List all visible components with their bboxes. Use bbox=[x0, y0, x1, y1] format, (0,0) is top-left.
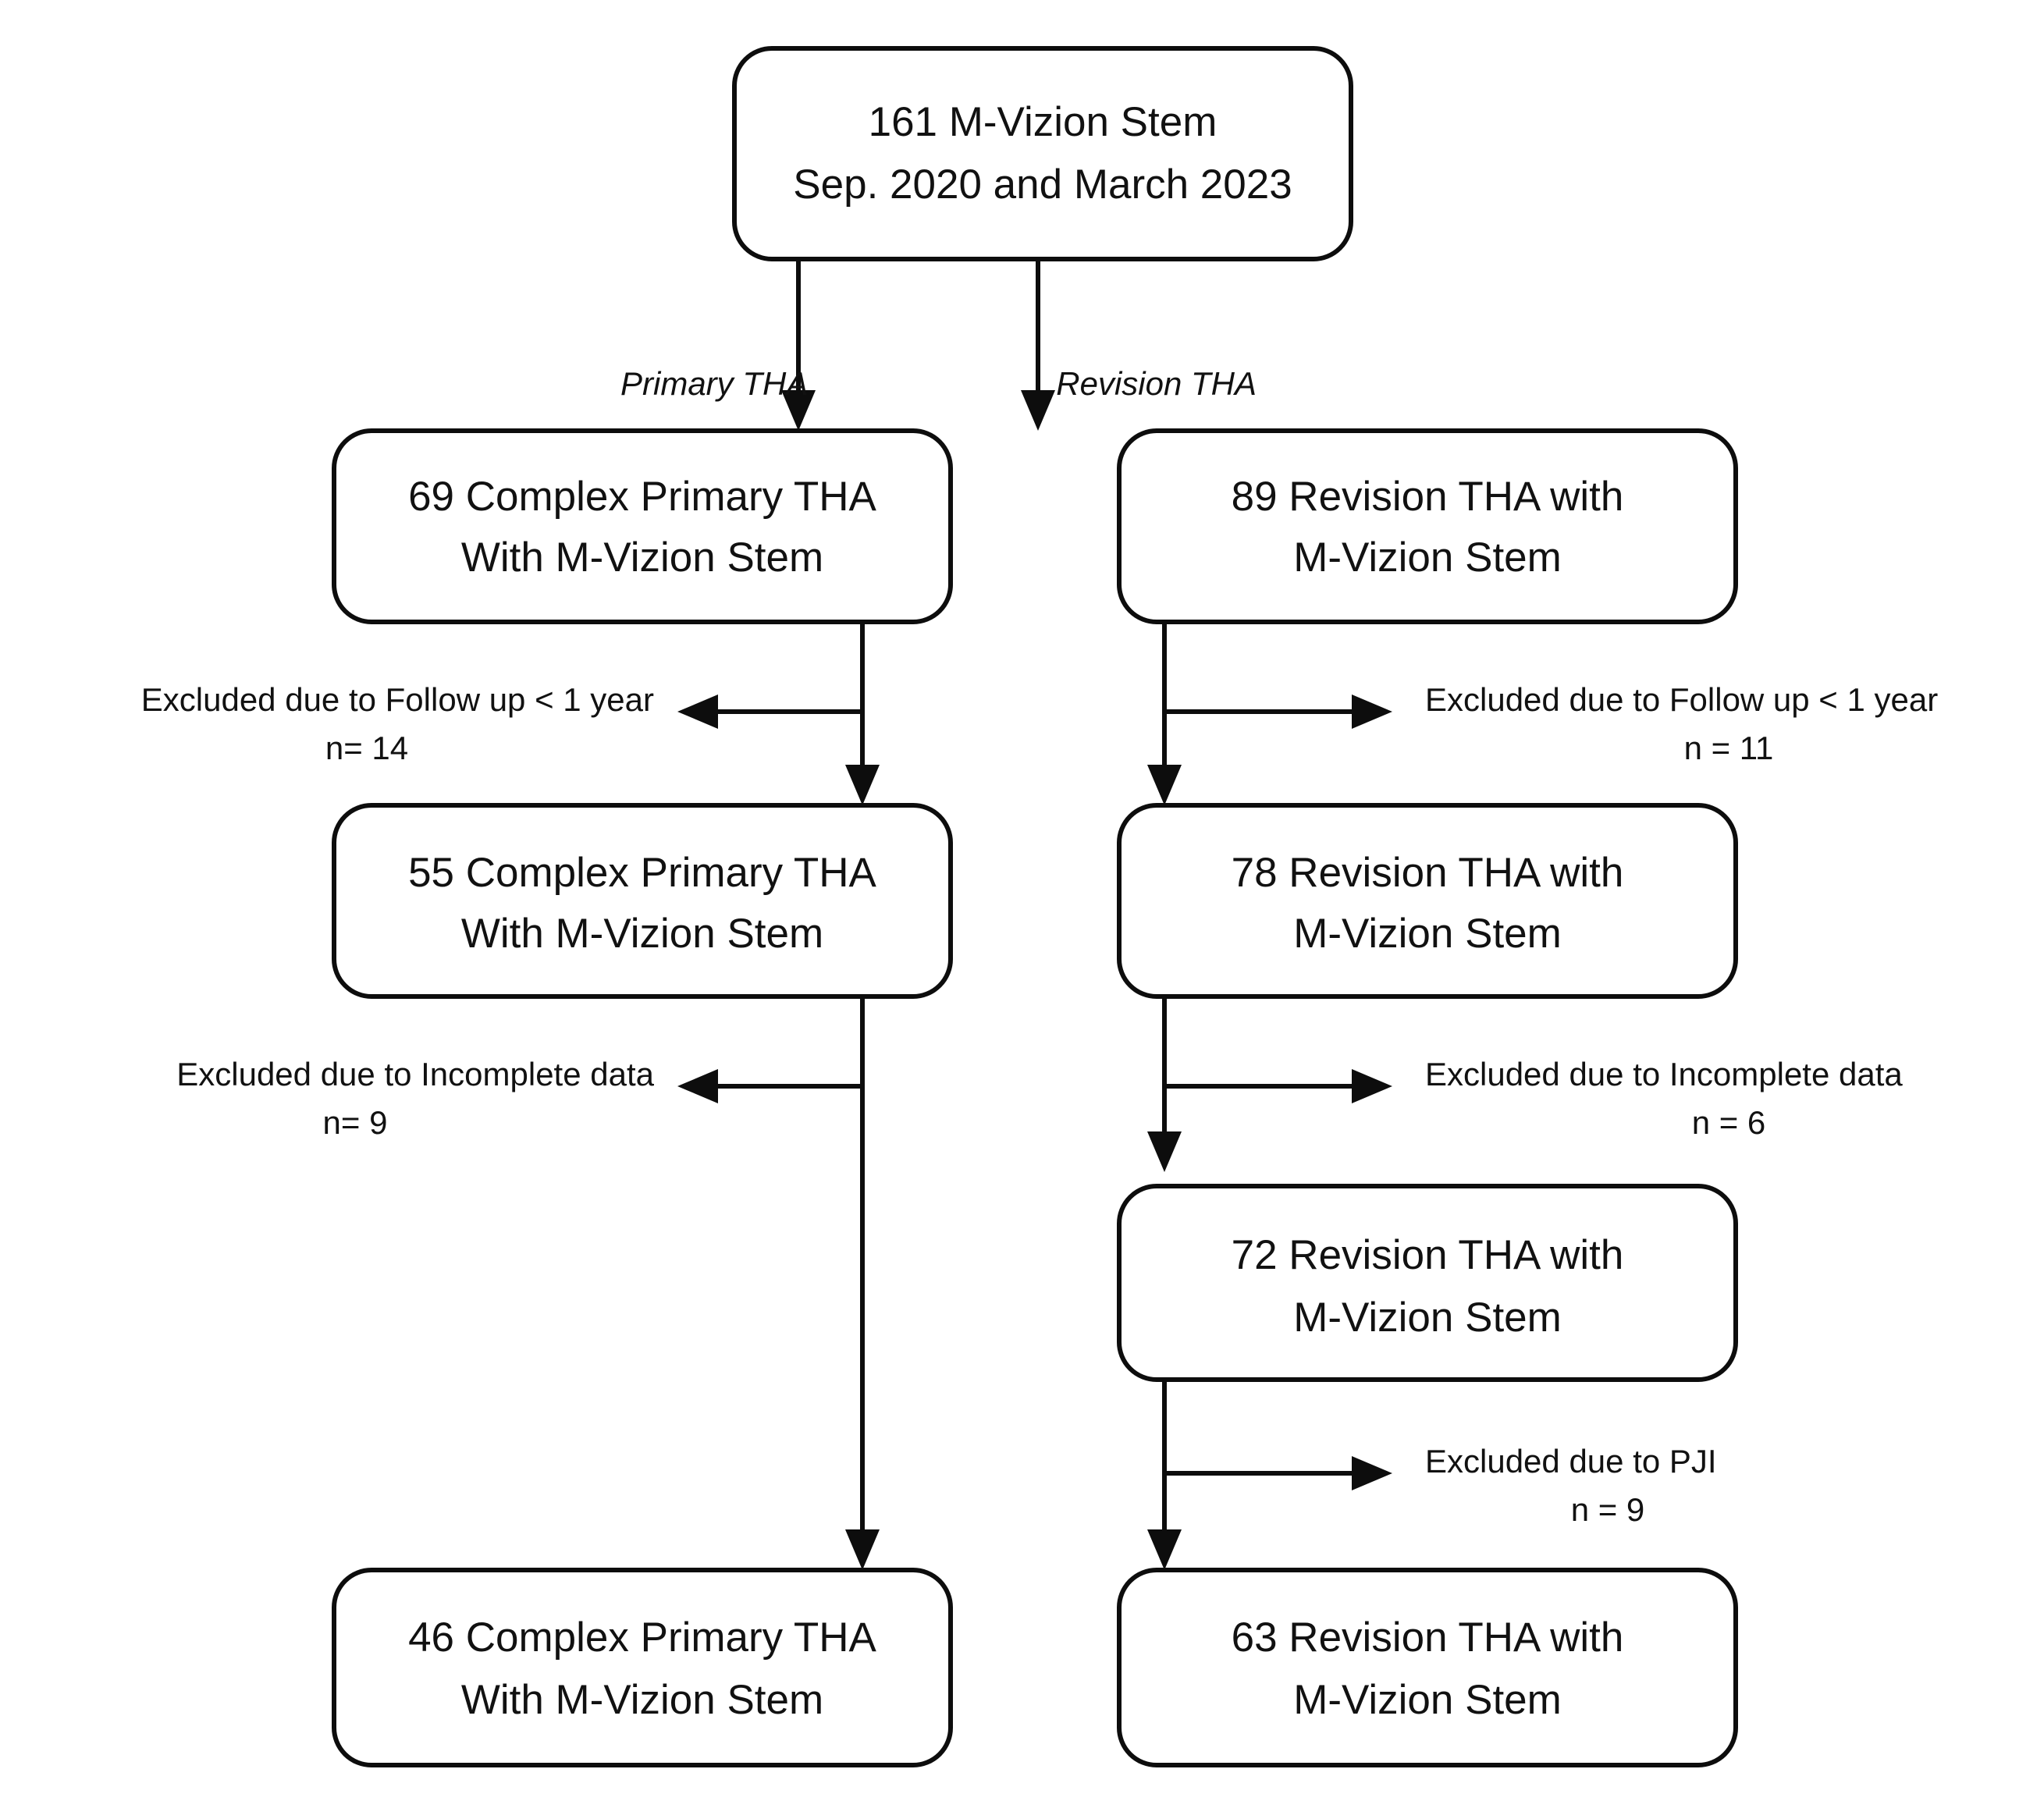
connector-primary-initial-to-55 bbox=[845, 622, 880, 805]
exclusion-revision-pji-reason: Excluded due to PJI bbox=[1425, 1443, 1717, 1480]
exclusion-revision-pji-count: n = 9 bbox=[1571, 1491, 1645, 1528]
node-revision-after-followup-shape[interactable] bbox=[1117, 803, 1738, 999]
exclusion-primary-incomplete: Excluded due to Incomplete data n= 9 bbox=[176, 1056, 654, 1141]
exclusion-primary-followup-count: n= 14 bbox=[325, 730, 408, 766]
node-primary-after-followup[interactable]: 55 Complex Primary THA With M-Vizion Ste… bbox=[332, 803, 953, 999]
node-revision-final[interactable]: 63 Revision THA with M-Vizion Stem bbox=[1117, 1568, 1738, 1767]
node-revision-initial-line1: 89 Revision THA with bbox=[1232, 474, 1624, 520]
node-revision-after-followup-line1: 78 Revision THA with bbox=[1232, 850, 1624, 896]
node-primary-after-followup-line2: With M-Vizion Stem bbox=[461, 911, 823, 957]
node-root[interactable]: 161 M-Vizion Stem Sep. 2020 and March 20… bbox=[732, 46, 1353, 261]
exclusion-revision-pji: Excluded due to PJI n = 9 bbox=[1425, 1443, 1717, 1528]
exclusion-primary-followup-reason: Excluded due to Follow up < 1 year bbox=[141, 681, 654, 718]
node-revision-initial[interactable]: 89 Revision THA with M-Vizion Stem bbox=[1117, 428, 1738, 624]
connector-55-to-46 bbox=[845, 997, 880, 1570]
exclusion-primary-followup: Excluded due to Follow up < 1 year n= 14 bbox=[141, 681, 654, 766]
node-primary-initial-line1: 69 Complex Primary THA bbox=[408, 474, 876, 520]
exclusion-revision-followup: Excluded due to Follow up < 1 year n = 1… bbox=[1425, 681, 1938, 766]
exclusion-revision-followup-reason: Excluded due to Follow up < 1 year bbox=[1425, 681, 1938, 718]
node-primary-initial[interactable]: 69 Complex Primary THA With M-Vizion Ste… bbox=[332, 428, 953, 624]
exclusion-revision-incomplete-count: n = 6 bbox=[1692, 1104, 1766, 1141]
node-primary-final-line1: 46 Complex Primary THA bbox=[408, 1615, 876, 1661]
node-revision-after-incomplete[interactable]: 72 Revision THA with M-Vizion Stem bbox=[1117, 1184, 1738, 1382]
connector-revision-initial-to-78 bbox=[1147, 622, 1182, 805]
node-revision-final-shape[interactable] bbox=[1117, 1568, 1738, 1767]
node-primary-after-followup-shape[interactable] bbox=[332, 803, 953, 999]
node-primary-initial-line2: With M-Vizion Stem bbox=[461, 535, 823, 581]
exclusion-label-layer: Excluded due to Follow up < 1 year n= 14… bbox=[141, 681, 1938, 1528]
node-revision-initial-shape[interactable] bbox=[1117, 428, 1738, 624]
node-revision-initial-line2: M-Vizion Stem bbox=[1293, 535, 1562, 581]
node-primary-initial-shape[interactable] bbox=[332, 428, 953, 624]
exclusion-revision-incomplete-reason: Excluded due to Incomplete data bbox=[1425, 1056, 1903, 1092]
connector-root-to-primary bbox=[781, 260, 816, 431]
node-revision-after-incomplete-line1: 72 Revision THA with bbox=[1232, 1232, 1624, 1278]
branch-label-revision: Revision THA bbox=[1056, 365, 1257, 402]
connector-layer bbox=[677, 260, 1392, 1570]
connector-primary-incomplete-exclusion bbox=[677, 1069, 862, 1103]
exclusion-primary-incomplete-count: n= 9 bbox=[323, 1104, 388, 1141]
node-primary-final-shape[interactable] bbox=[332, 1568, 953, 1767]
branch-label-layer: Primary THA Revision THA bbox=[620, 365, 1257, 402]
node-root-line1: 161 M-Vizion Stem bbox=[869, 99, 1218, 145]
connector-revision-pji-exclusion bbox=[1164, 1456, 1392, 1490]
connector-78-to-72 bbox=[1147, 997, 1182, 1172]
node-root-line2: Sep. 2020 and March 2023 bbox=[793, 162, 1292, 208]
connector-root-to-revision bbox=[1021, 260, 1055, 431]
exclusion-revision-incomplete: Excluded due to Incomplete data n = 6 bbox=[1425, 1056, 1903, 1141]
exclusion-revision-followup-count: n = 11 bbox=[1684, 730, 1774, 766]
node-primary-final-line2: With M-Vizion Stem bbox=[461, 1677, 823, 1723]
node-revision-final-line2: M-Vizion Stem bbox=[1293, 1677, 1562, 1723]
exclusion-primary-incomplete-reason: Excluded due to Incomplete data bbox=[176, 1056, 654, 1092]
connector-revision-incomplete-exclusion bbox=[1164, 1069, 1392, 1103]
node-primary-final[interactable]: 46 Complex Primary THA With M-Vizion Ste… bbox=[332, 1568, 953, 1767]
connector-72-to-63 bbox=[1147, 1380, 1182, 1570]
node-revision-final-line1: 63 Revision THA with bbox=[1232, 1615, 1624, 1661]
node-revision-after-incomplete-line2: M-Vizion Stem bbox=[1293, 1295, 1562, 1341]
connector-revision-followup-exclusion bbox=[1164, 694, 1392, 729]
node-root-shape[interactable] bbox=[732, 46, 1353, 261]
connector-primary-followup-exclusion bbox=[677, 694, 862, 729]
node-layer: 161 M-Vizion Stem Sep. 2020 and March 20… bbox=[332, 46, 1738, 1767]
node-revision-after-followup-line2: M-Vizion Stem bbox=[1293, 911, 1562, 957]
node-revision-after-followup[interactable]: 78 Revision THA with M-Vizion Stem bbox=[1117, 803, 1738, 999]
branch-label-primary: Primary THA bbox=[620, 365, 808, 402]
node-revision-after-incomplete-shape[interactable] bbox=[1117, 1184, 1738, 1382]
node-primary-after-followup-line1: 55 Complex Primary THA bbox=[408, 850, 876, 896]
